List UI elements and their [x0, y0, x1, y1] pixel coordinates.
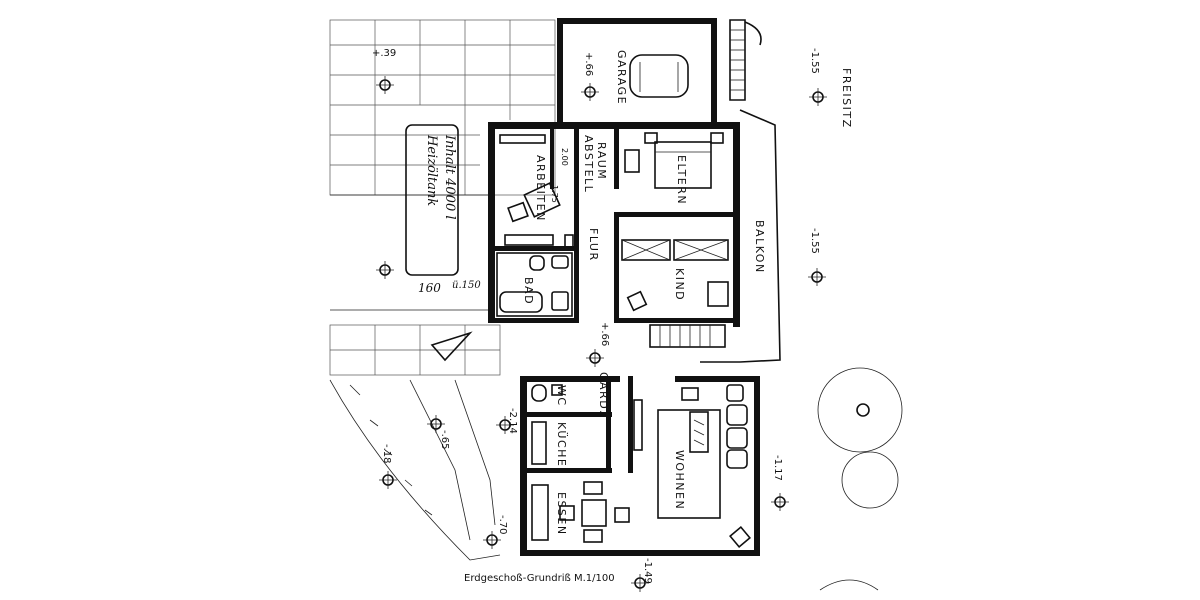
exterior-stair — [729, 19, 762, 101]
tank-note-2: Inhalt 4000 l — [442, 134, 457, 220]
tank-note-1: Heizöltank — [424, 134, 439, 206]
dim-160: 160 — [418, 281, 441, 295]
balcony — [700, 109, 781, 363]
wohnen-furniture — [633, 384, 751, 548]
level-214: -2.14 — [507, 408, 518, 434]
kueche-furniture — [531, 421, 547, 465]
oil-tank: Heizöltank Inhalt 4000 l — [405, 124, 459, 276]
dimension-notes: 2.00 1.75 160 ü.150 — [418, 148, 569, 295]
room-label-eltern: ELTERN — [675, 155, 688, 205]
level-155-balkon: -1.55 — [809, 228, 820, 254]
room-label-kind: KIND — [673, 268, 686, 301]
room-label-kueche: KÜCHE — [555, 422, 568, 467]
room-label-gard: GARD. — [597, 372, 610, 415]
level-labels: +.39 +.66 -1.55 -1.55 +.66 -2.14 -.65 -.… — [372, 48, 820, 584]
eltern-furniture — [624, 132, 724, 189]
level-149: -1.49 — [642, 558, 653, 584]
level-66-garage: +.66 — [583, 52, 594, 76]
room-label-wohnen: WOHNEN — [673, 450, 686, 510]
dim-200: 2.00 — [560, 148, 569, 166]
room-label-freisitz: FREISITZ — [840, 68, 853, 129]
room-label-abstell: ABSTELL — [582, 135, 595, 193]
room-label-arbeiten: ARBEITEN — [534, 155, 547, 222]
room-label-garage: GARAGE — [615, 50, 628, 105]
room-label-bad: BAD — [522, 277, 535, 305]
level-117: -1.17 — [772, 455, 783, 481]
level-155-freisitz: -1.55 — [809, 48, 820, 74]
garage: GARAGE — [557, 18, 717, 126]
wc-fixtures — [531, 384, 563, 402]
kind-furniture — [621, 239, 729, 312]
dim-150: ü.150 — [452, 280, 481, 291]
paved-terrace — [329, 19, 556, 561]
plan-caption: Erdgeschoß-Grundriß M.1/100 — [464, 573, 615, 584]
room-label-balkon: BALKON — [753, 220, 766, 274]
room-label-essen: ESSEN — [555, 492, 568, 536]
level-markers — [376, 76, 827, 592]
room-label-raum: RAUM — [595, 142, 608, 180]
room-labels: ABSTELL RAUM ARBEITEN ELTERN FLUR BAD KI… — [522, 68, 853, 536]
bad-fixtures — [496, 252, 573, 317]
room-label-wc: WC — [555, 385, 568, 407]
level-65: -.65 — [439, 430, 450, 450]
essen-furniture — [531, 481, 630, 543]
main-walls — [488, 122, 760, 556]
room-label-flur: FLUR — [587, 228, 600, 262]
level-70: -.70 — [497, 515, 508, 535]
level-18: -.18 — [381, 444, 392, 464]
arbeiten-furniture — [499, 134, 574, 248]
level-39: +.39 — [372, 48, 396, 59]
dim-175: 1.75 — [550, 185, 559, 203]
level-66-flur: +.66 — [599, 322, 610, 346]
interior-stair — [649, 324, 726, 348]
trees — [817, 367, 903, 591]
